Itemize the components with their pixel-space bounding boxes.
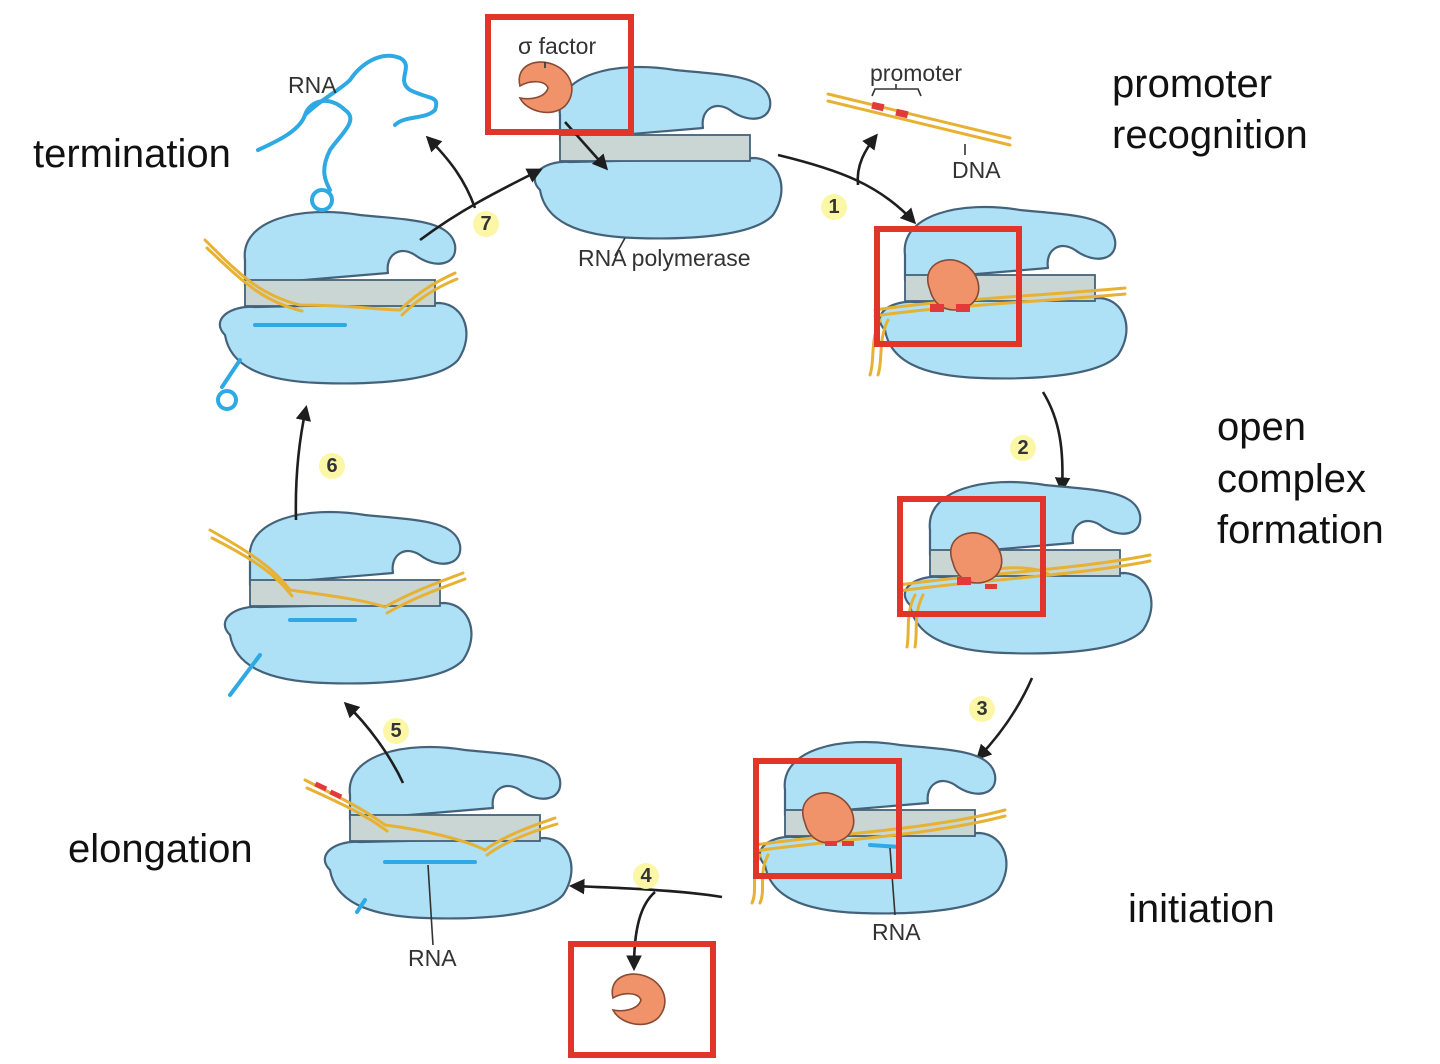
stage-label-elongation: elongation [68, 827, 253, 871]
sigma-factor-released [611, 973, 666, 1026]
highlight-box-initiation [753, 758, 902, 879]
stage-label-recognition: recognition [1112, 113, 1308, 157]
open-complex [898, 480, 1153, 655]
rna-polymerase-label: RNA polymerase [578, 245, 751, 271]
step-6: 6 [326, 455, 337, 477]
released-rna [256, 53, 439, 212]
elongation-complex-2 [208, 510, 473, 697]
step-7: 7 [480, 213, 491, 235]
highlight-box-closed-complex [874, 226, 1022, 347]
stage-label-open: open [1217, 405, 1306, 449]
sigma-factor-top [518, 61, 573, 114]
step-4: 4 [640, 865, 652, 887]
elongation-complex [303, 745, 573, 920]
highlight-box-sigma-released [568, 941, 716, 1058]
sigma-factor-label: σ factor [518, 33, 596, 59]
stage-label-formation: formation [1217, 508, 1384, 552]
step-3: 3 [976, 698, 987, 720]
promoter-label: promoter [870, 60, 962, 86]
stage-label-initiation: initiation [1128, 887, 1275, 931]
rna-top-label: RNA [288, 72, 337, 98]
step-5: 5 [390, 720, 401, 742]
highlight-box-sigma-top [485, 14, 634, 135]
termination-complex [203, 210, 468, 411]
stage-label-promoter: promoter [1112, 62, 1272, 106]
promoter-dna [826, 92, 1012, 147]
highlight-box-open-complex [897, 496, 1046, 617]
stage-label-complex: complex [1217, 457, 1366, 501]
dna-label: DNA [952, 157, 1001, 183]
initiation-complex [750, 740, 1008, 915]
rna-elongation-label: RNA [408, 945, 457, 971]
step-1: 1 [828, 196, 839, 218]
stage-label-termination: termination [33, 132, 231, 176]
closed-complex [868, 205, 1128, 380]
rna-initiation-label: RNA [872, 919, 921, 945]
step-2: 2 [1017, 437, 1028, 459]
